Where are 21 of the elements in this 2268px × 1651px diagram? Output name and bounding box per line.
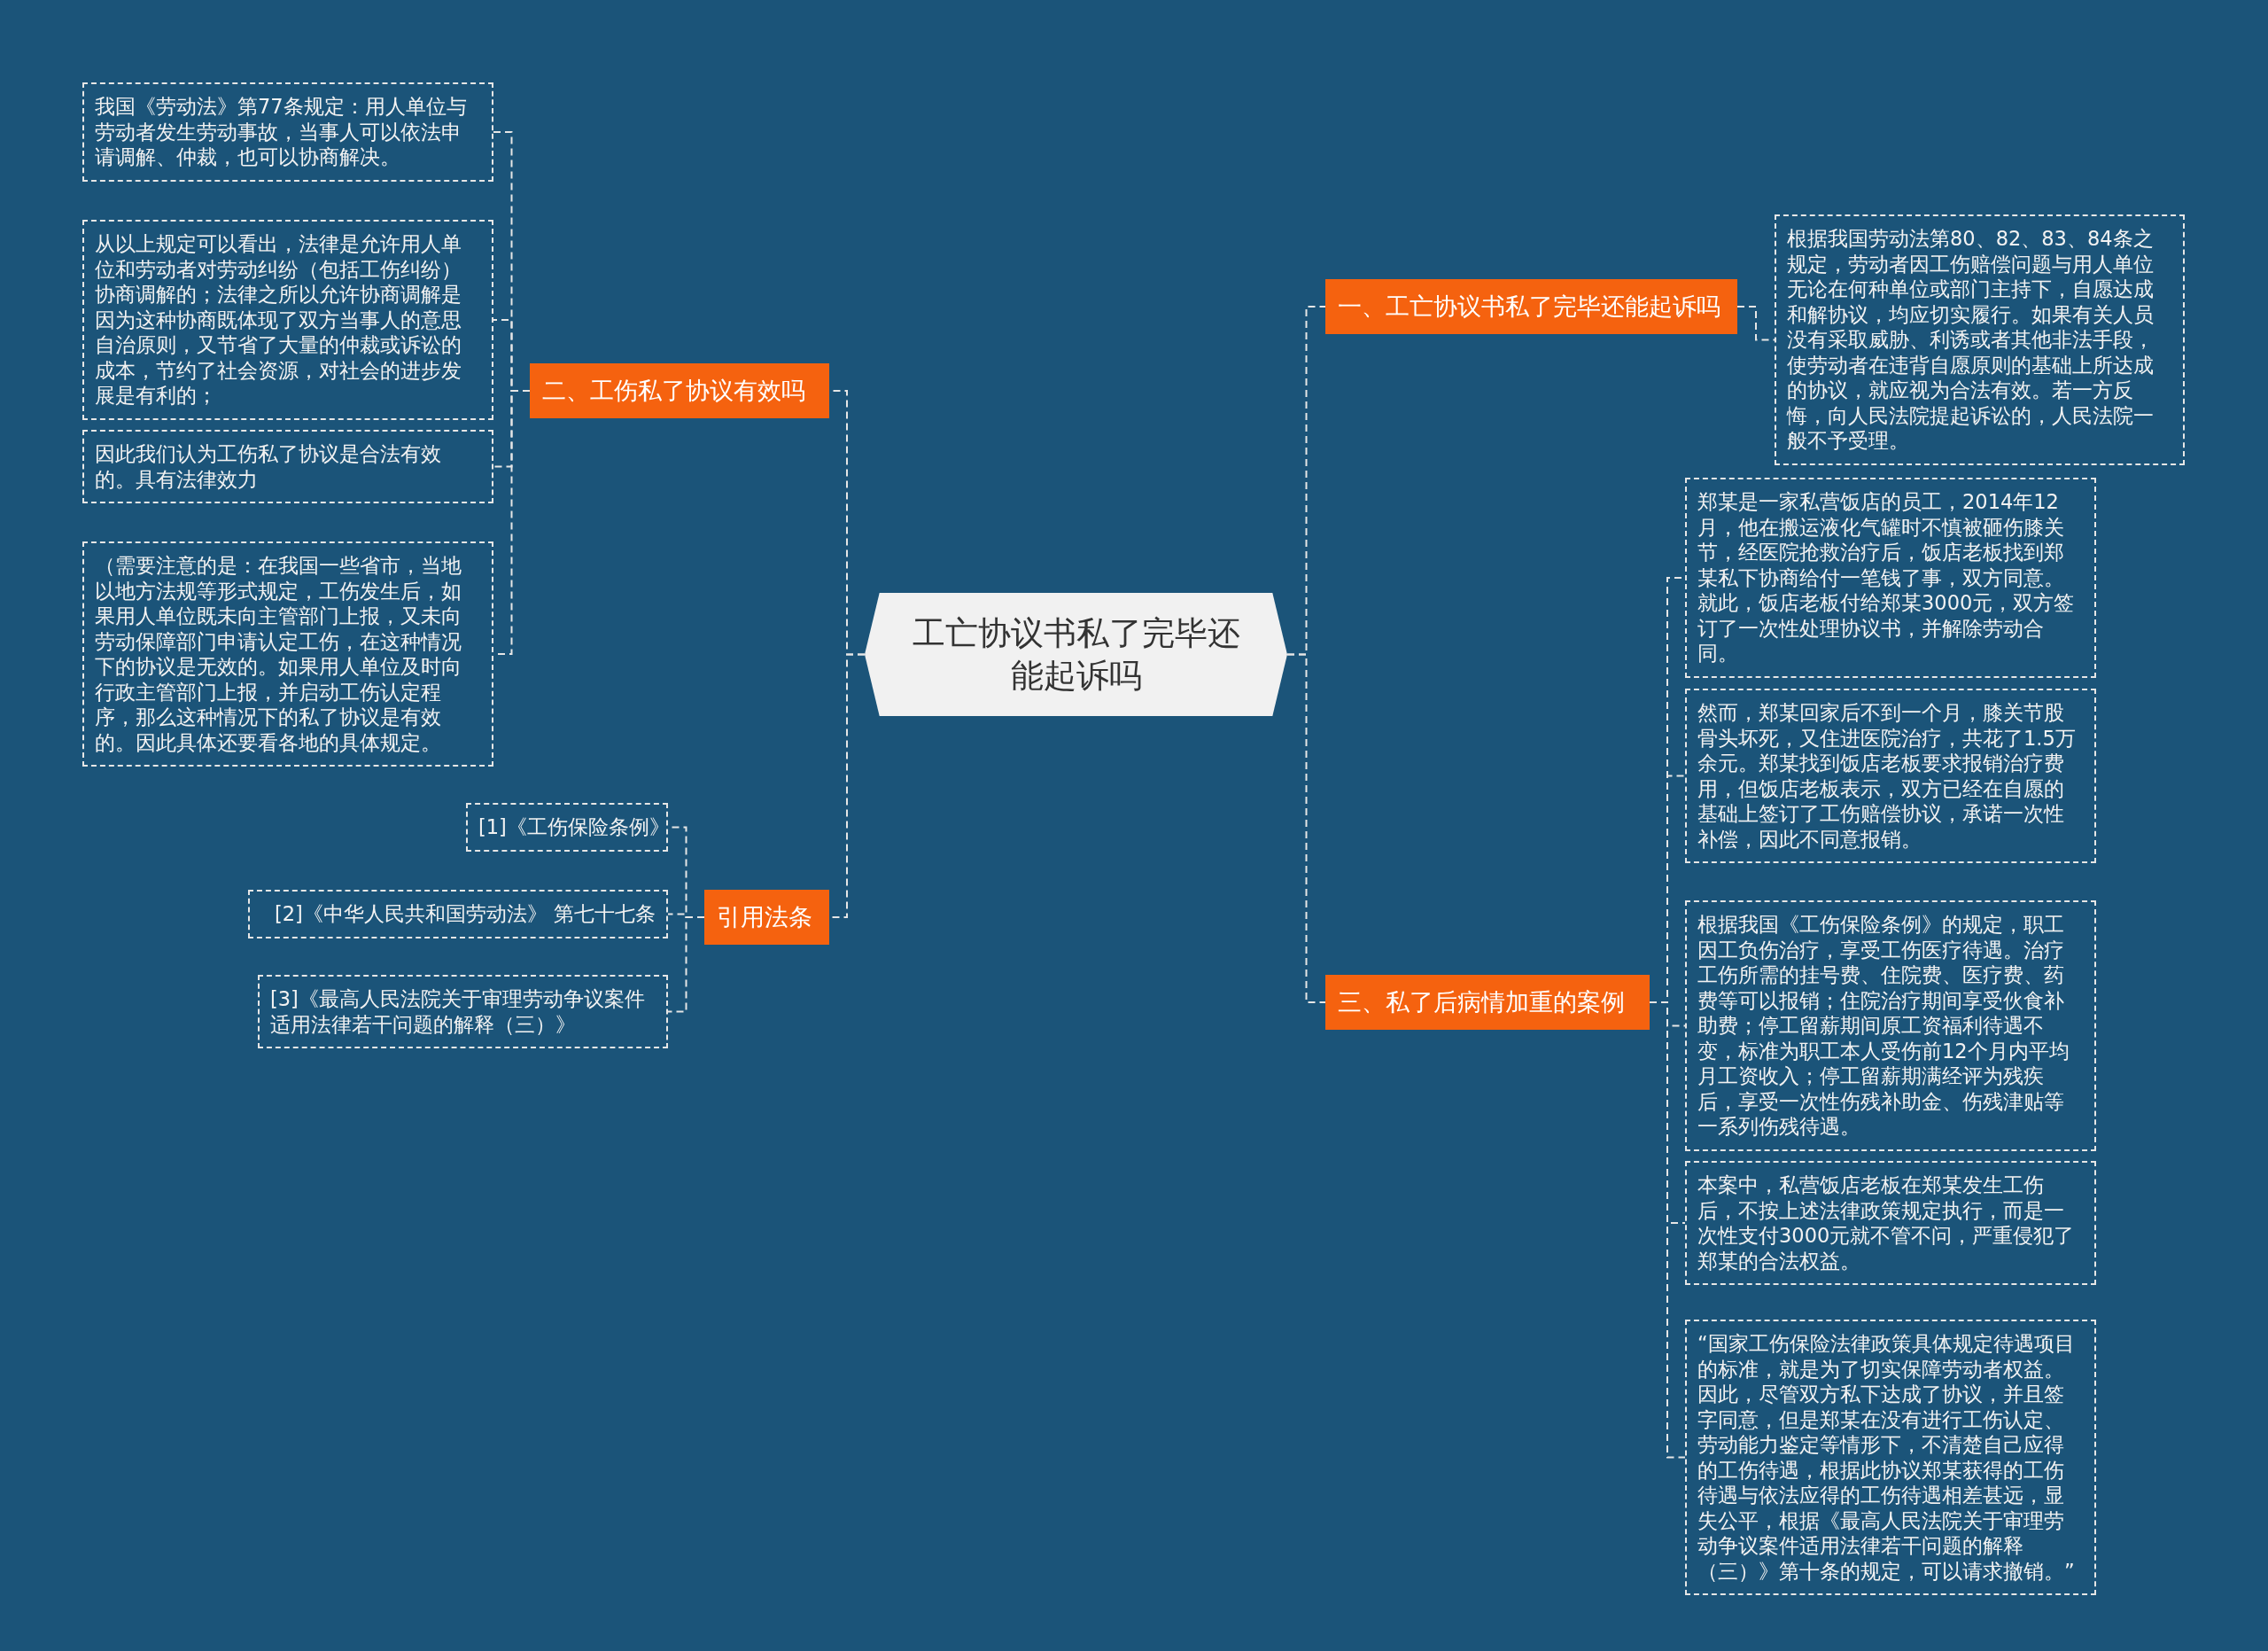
note-box: 郑某是一家私营饭店的员工，2014年12月，他在搬运液化气罐时不慎被砸伤膝关节，经医院抢救治疗后，饭店老板找到郑某私下协商给付一笔钱了事，双方同意。就此，饭店老板付给郑某3000元，双方签订了一次性处理协议书，并解除劳动合同。 xyxy=(1685,478,2096,678)
topic-box: 工亡协议书私了完毕还能起诉吗 xyxy=(865,593,1287,716)
branch-box: 二、工伤私了协议有效吗 xyxy=(530,363,829,418)
branch-box: 一、工亡协议书私了完毕还能起诉吗 xyxy=(1325,279,1737,334)
note-box: “国家工伤保险法律政策具体规定待遇项目的标准，就是为了切实保障劳动者权益。因此，尽管双方私下达成了协议，并且签字同意，但是郑某在没有进行工伤认定、劳动能力鉴定等情形下，不清楚自己应得的工伤待遇，根据此协议郑某获得的工伤待遇与依法应得的工伤待遇相差甚远，显失公平，根据《最高人民法院关于审理劳动争议案件适用法律若干问题的解释（三）》第十条的规定，可以请求撤销。” xyxy=(1685,1320,2096,1595)
note-box: 根据我国《工伤保险条例》的规定，职工因工负伤治疗，享受工伤医疗待遇。治疗工伤所需的挂号费、住院费、医疗费、药费等可以报销；住院治疗期间享受伙食补助费；停工留薪期间原工资福利待遇不变，标准为职工本人受伤前12个月内平均月工资收入；停工留薪期满经评为残疾后，享受一次性伤残补助金、伤残津贴等一系列伤残待遇。 xyxy=(1685,900,2096,1151)
note-box: （需要注意的是：在我国一些省市，当地以地方法规等形式规定，工伤发生后，如果用人单位既未向主管部门上报，又未向劳动保障部门申请认定工伤，在这种情况下的协议是无效的。如果用人单位及时向行政主管部门上报，并启动工伤认定程序，那么这种情况下的私了协议是有效的。因此具体还要看各地的具体规定。 xyxy=(82,541,493,767)
connector-line xyxy=(1736,306,1775,341)
note-box: 根据我国劳动法第80、82、83、84条之规定，劳动者因工伤赔偿问题与用人单位无论在何种单位或部门主持下，自愿达成和解协议，均应切实履行。如果有关人员没有采取威胁、利诱或者其他非法手段，使劳动者在违背自愿原则的基础上所达成的协议，就应视为合法有效。若一方反悔，向人民法院提起诉讼的，人民法院一般不予受理。 xyxy=(1775,214,2185,465)
branch-box: 引用法条 xyxy=(704,890,829,945)
note-box: [3]《最高人民法院关于审理劳动争议案件适用法律若干问题的解释（三）》 xyxy=(258,975,668,1048)
note-box: 然而，郑某回家后不到一个月，膝关节股骨头坏死，又住进医院治疗，共花了1.5万余元。郑某找到饭店老板要求报销治疗费用，但饭店老板表示，双方已经在自愿的基础上签订了工伤赔偿协议，承诺一次性补偿，因此不同意报销。 xyxy=(1685,689,2096,863)
connector-line xyxy=(1286,653,1326,1003)
branch-box: 三、私了后病情加重的案例 xyxy=(1325,975,1650,1030)
note-box: 因此我们认为工伤私了协议是合法有效的。具有法律效力 xyxy=(82,430,493,503)
note-box: 我国《劳动法》第77条规定：用人单位与劳动者发生劳动事故，当事人可以依法申请调解、仲裁，也可以协商解决。 xyxy=(82,82,493,182)
connector-line xyxy=(667,916,705,1013)
note-box: 本案中，私营饭店老板在郑某发生工伤后，不按上述法律政策规定执行，而是一次性支付3000元就不管不问，严重侵犯了郑某的合法权益。 xyxy=(1685,1161,2096,1285)
note-box: [1]《工伤保险条例》 xyxy=(466,803,668,852)
note-box: [2]《中华人民共和国劳动法》 第七十七条 xyxy=(248,890,668,938)
note-box: 从以上规定可以看出，法律是允许用人单位和劳动者对劳动纠纷（包括工伤纠纷）协商调解的；法律之所以允许协商调解是因为这种协商既体现了双方当事人的意思自治原则，又节省了大量的仲裁或诉讼的成本，节约了社会资源，对社会的进步发展是有利的； xyxy=(82,220,493,420)
